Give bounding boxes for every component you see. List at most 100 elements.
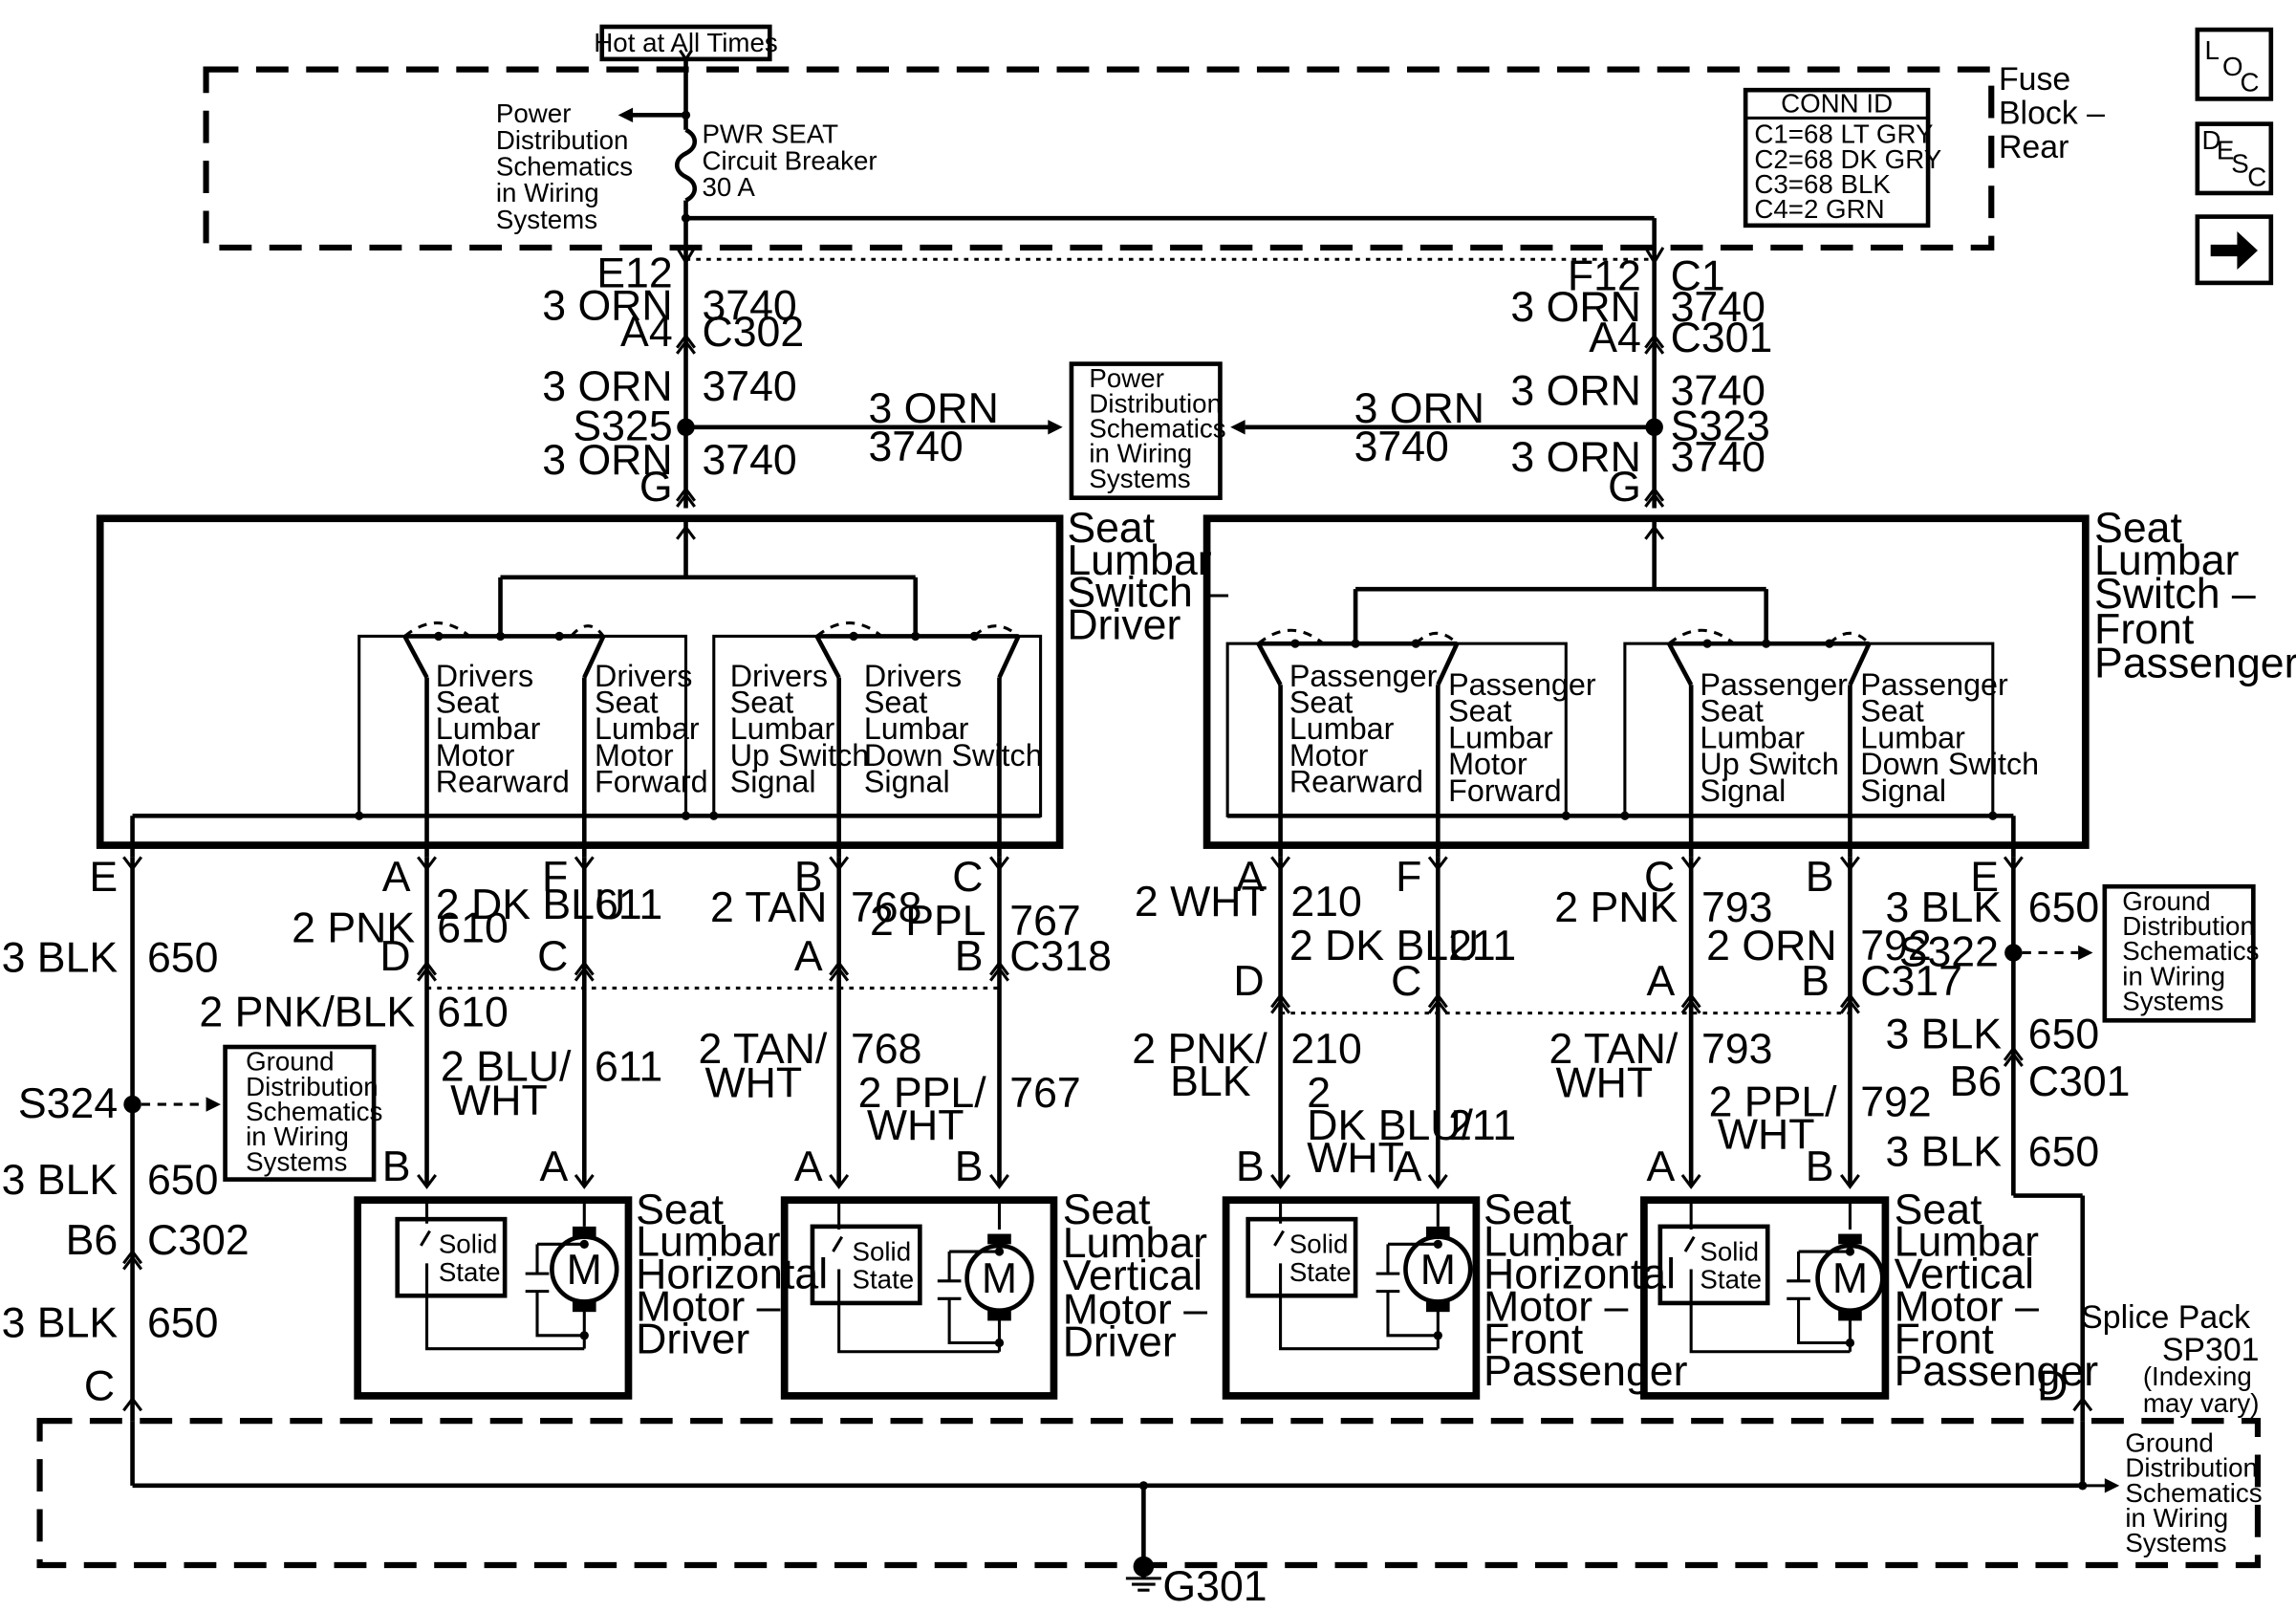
solid-state-label: Solid State	[439, 1230, 505, 1287]
svg-text:G: G	[1608, 464, 1641, 511]
svg-text:A: A	[1646, 958, 1675, 1005]
ground-distribution-reference: Ground Distribution Schematics in Wiring…	[2125, 1427, 2269, 1557]
svg-text:A: A	[794, 933, 823, 980]
center-pds-reference: Power Distribution Schematics in Wiring …	[1069, 361, 1226, 501]
svg-text:WHT: WHT	[1555, 1059, 1653, 1106]
svg-text:3 ORN: 3 ORN	[542, 437, 672, 484]
svg-text:WHT: WHT	[705, 1059, 803, 1106]
svg-text:C: C	[952, 854, 983, 901]
conn-id-row: C1=68 LT GRY	[1754, 120, 1933, 149]
svg-text:L: L	[2205, 35, 2220, 65]
switch-label-down: Passenger Seat Lumbar Down Switch Signal	[1860, 667, 2047, 808]
svg-text:A: A	[382, 854, 411, 901]
svg-text:WHT: WHT	[867, 1102, 964, 1149]
svg-text:M: M	[567, 1247, 602, 1294]
svg-text:A: A	[1646, 1143, 1675, 1190]
svg-text:211: 211	[1448, 1102, 1516, 1149]
passenger-switch-title: Seat Lumbar Switch – Front Passenger	[2094, 505, 2296, 687]
svg-text:650: 650	[147, 1299, 218, 1346]
svg-text:3740: 3740	[1354, 424, 1449, 470]
passenger-ground-circuit: E 3 BLK 650 S322 3 BLK 650 B6 C301 3 BLK…	[1885, 854, 2266, 1422]
solid-state-label: Solid State	[1700, 1236, 1765, 1294]
svg-text:2 BLU/: 2 BLU/	[441, 1043, 572, 1090]
svg-text:210: 210	[1290, 879, 1361, 925]
conn-id-title: CONN ID	[1781, 88, 1893, 118]
svg-text:A4: A4	[1589, 315, 1641, 361]
svg-text:B: B	[1806, 1143, 1834, 1190]
svg-text:767: 767	[1009, 1070, 1080, 1117]
svg-text:3 BLK: 3 BLK	[1885, 1012, 2002, 1058]
ground-g301: G301	[1125, 1556, 1267, 1610]
arrow-right-icon	[2210, 231, 2258, 271]
conn-id-row: C4=2 GRN	[1754, 194, 1884, 224]
svg-text:768: 768	[851, 1026, 921, 1073]
svg-text:3 BLK: 3 BLK	[1885, 1129, 2002, 1176]
svg-text:D: D	[2037, 1363, 2068, 1410]
splice-pack-title: Splice Pack SP301	[2081, 1299, 2259, 1368]
switch-label-forward: Drivers Seat Lumbar Motor Forward	[595, 659, 708, 799]
splice-label: S322	[1899, 928, 1999, 975]
svg-text:3740: 3740	[702, 282, 796, 329]
svg-text:3 ORN: 3 ORN	[1510, 368, 1640, 415]
arrow-left-icon	[2104, 1478, 2120, 1493]
svg-text:3740: 3740	[868, 424, 963, 470]
svg-text:WHT: WHT	[450, 1078, 548, 1124]
svg-text:3 ORN: 3 ORN	[1354, 385, 1484, 432]
svg-text:2 PNK: 2 PNK	[1554, 884, 1678, 931]
svg-text:C: C	[1644, 854, 1675, 901]
svg-text:D: D	[2201, 125, 2220, 155]
ground-distribution-reference: Ground Distribution Schematics in Wiring…	[2122, 886, 2266, 1016]
svg-text:2 PPL/: 2 PPL/	[858, 1070, 987, 1117]
svg-text:3740: 3740	[1671, 284, 1765, 331]
svg-text:C: C	[84, 1363, 115, 1410]
svg-text:611: 611	[595, 882, 662, 928]
svg-text:3 BLK: 3 BLK	[2, 1299, 119, 1346]
arrow-left-icon	[1230, 420, 1245, 435]
motor-title: Seat Lumbar Vertical Motor – Front Passe…	[1895, 1186, 2099, 1395]
svg-text:C317: C317	[1860, 958, 1962, 1005]
circuit-breaker-label: PWR SEAT Circuit Breaker 30 A	[702, 120, 884, 202]
desc-button[interactable]: D E S C	[2195, 121, 2274, 196]
svg-text:650: 650	[2028, 1129, 2099, 1176]
motor-driver-vertical: Solid State M Seat Lumbar Vertical Motor…	[780, 1186, 1220, 1400]
svg-text:2 DK BLU: 2 DK BLU	[436, 882, 626, 928]
svg-text:3 ORN: 3 ORN	[542, 363, 672, 410]
svg-text:B: B	[382, 1143, 411, 1190]
svg-text:3 BLK: 3 BLK	[2, 1157, 119, 1204]
switch-label-rearward: Passenger Seat Lumbar Motor Rearward	[1289, 659, 1446, 799]
solid-state-label: Solid State	[1289, 1230, 1355, 1287]
motor-title: Seat Lumbar Vertical Motor – Driver	[1063, 1186, 1220, 1366]
svg-text:DK BLU/: DK BLU/	[1307, 1102, 1473, 1149]
motor-title: Seat Lumbar Horizontal Motor – Front Pas…	[1484, 1186, 1688, 1395]
solid-state-label: Solid State	[853, 1236, 919, 1294]
svg-text:2 WHT: 2 WHT	[1135, 879, 1267, 925]
splice-label: S323	[1671, 403, 1770, 450]
next-arrow-button[interactable]	[2195, 214, 2274, 286]
fuse-block-rear: Fuse Block – Rear CONN ID C1=68 LT GRY C…	[203, 61, 2113, 251]
splice-pack-note: (Indexing may vary)	[2143, 1361, 2260, 1418]
svg-text:3 BLK: 3 BLK	[2, 934, 119, 981]
svg-text:C301: C301	[1671, 315, 1773, 361]
loc-button[interactable]: L O C	[2195, 27, 2274, 101]
svg-text:3 ORN: 3 ORN	[868, 385, 998, 432]
svg-text:E: E	[1970, 854, 1999, 901]
splice-s322-dot	[2004, 944, 2023, 962]
passenger-lumbar-switch: Seat Lumbar Switch – Front Passenger	[1202, 505, 2296, 858]
fuse-block-title: Fuse Block – Rear	[1999, 61, 2113, 165]
svg-text:C302: C302	[702, 309, 804, 356]
svg-text:2: 2	[1307, 1070, 1331, 1117]
svg-text:G301: G301	[1162, 1563, 1267, 1610]
svg-text:B: B	[955, 1143, 984, 1190]
svg-text:2 PPL/: 2 PPL/	[1709, 1078, 1838, 1125]
svg-text:793: 793	[1701, 884, 1772, 931]
svg-text:3740: 3740	[1671, 434, 1765, 481]
svg-text:3 ORN: 3 ORN	[1510, 284, 1640, 331]
svg-text:B: B	[1806, 854, 1834, 901]
svg-text:C: C	[2240, 68, 2259, 98]
svg-text:S: S	[2231, 148, 2248, 178]
conn-id-table: CONN ID C1=68 LT GRY C2=68 DK GRY C3=68 …	[1743, 87, 1941, 229]
svg-text:M: M	[982, 1255, 1017, 1302]
svg-text:211: 211	[1448, 923, 1516, 969]
svg-text:2 PNK/BLK: 2 PNK/BLK	[199, 989, 415, 1035]
svg-text:2 PPL: 2 PPL	[870, 898, 986, 945]
